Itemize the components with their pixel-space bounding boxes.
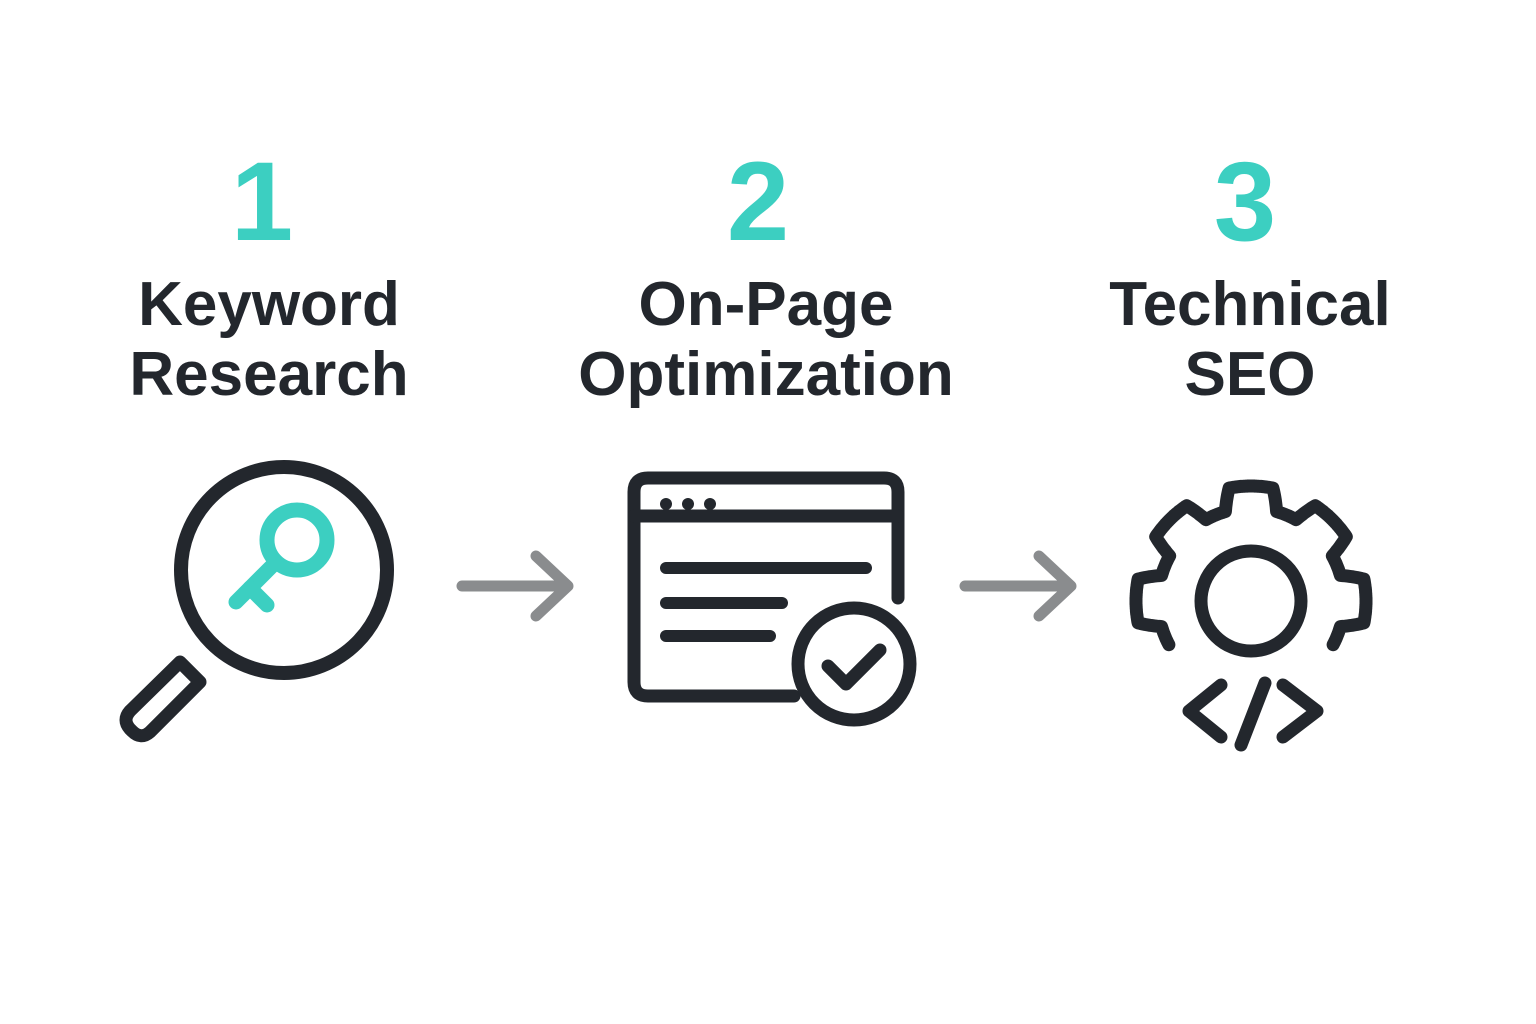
arrow-right-icon <box>456 550 574 622</box>
step-1-title-line1: Keyword <box>138 270 400 339</box>
step-1-title-line2: Research <box>129 340 409 409</box>
arrow-right-icon <box>959 550 1077 622</box>
window-dots <box>660 498 716 510</box>
gear-code-icon <box>1129 479 1373 752</box>
browser-checkmark-icon <box>627 471 917 727</box>
step-3-title-line2: SEO <box>1184 340 1316 409</box>
step-3-number: 3 <box>1213 139 1277 264</box>
step-3-title: Technical SEO <box>1030 270 1470 410</box>
step-2-title-line2: Optimization <box>578 340 954 409</box>
step-2-title-line1: On-Page <box>638 270 894 339</box>
step-1-title: Keyword Research <box>49 270 489 410</box>
magnifier-key-icon <box>119 460 394 743</box>
step-2-title: On-Page Optimization <box>546 270 986 410</box>
step-3-title-line1: Technical <box>1109 270 1391 339</box>
step-1-number: 1 <box>230 139 294 264</box>
step-2-number: 2 <box>726 139 790 264</box>
